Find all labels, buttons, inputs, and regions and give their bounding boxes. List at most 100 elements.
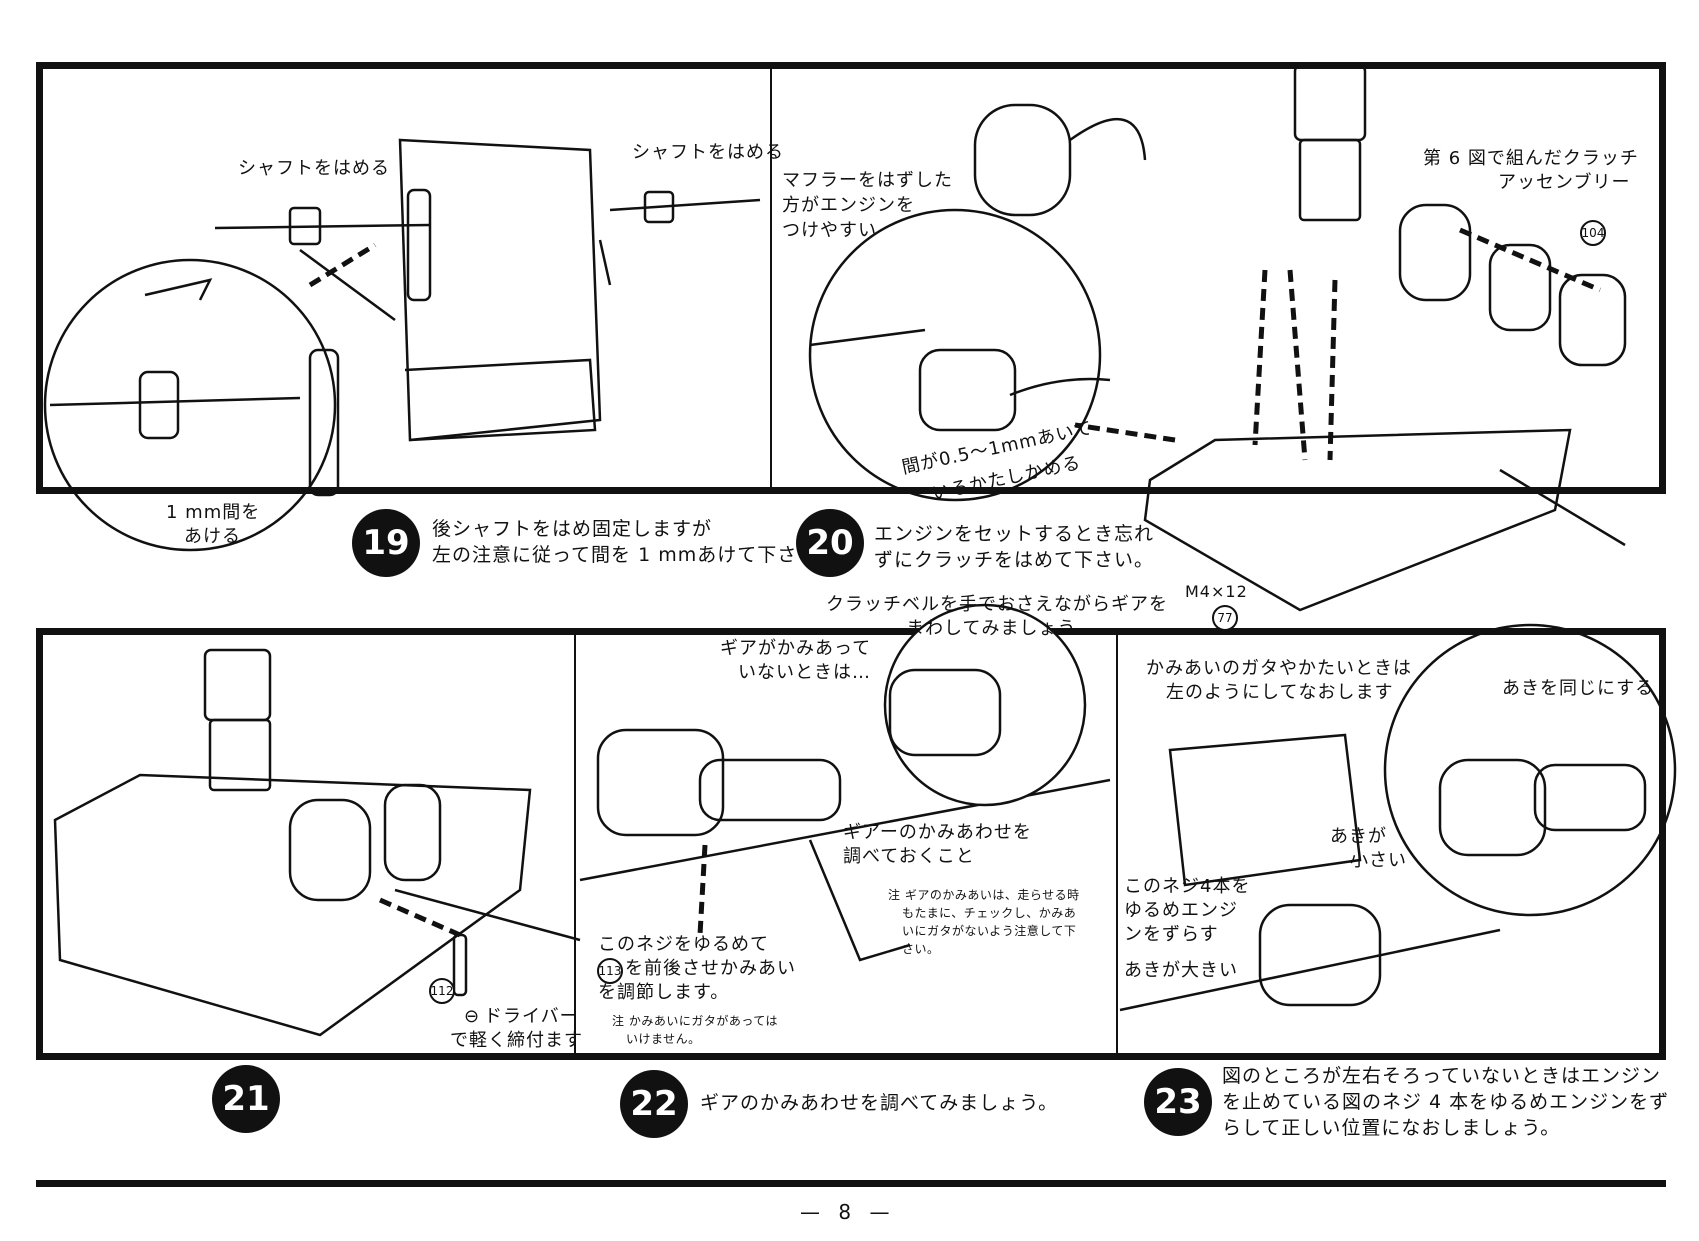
label-small-gap-line1: あきが — [1330, 826, 1387, 847]
label-driver-line2: で軽く締付ます — [450, 1030, 583, 1051]
detail-bell-23 — [1438, 758, 1547, 857]
driver-minus-icon: ⊖ — [464, 1006, 481, 1027]
label-gear-not-mesh-line1: ギアがかみあって — [720, 638, 872, 659]
arrow-clutch-20 — [1459, 227, 1601, 293]
chassis-plate-19 — [398, 138, 602, 442]
strut-19 — [299, 239, 612, 322]
shaft-20 — [809, 328, 926, 347]
label-rattle-line2: 左のようにしてなおします — [1166, 682, 1394, 703]
rear-axle-20 — [1499, 468, 1626, 547]
label-clutch-assembly-line2: アッセンブリー — [1498, 172, 1631, 193]
label-shaft-left: シャフトをはめる — [238, 158, 390, 179]
part-tag-104: 104 — [1580, 220, 1606, 246]
divider-19-20 — [770, 64, 772, 492]
shaft-collar-19 — [288, 206, 322, 246]
axle-21 — [394, 888, 581, 942]
step-23-text-line2: を止めている図のネジ 4 本をゆるめエンジンをず — [1222, 1091, 1670, 1113]
muffler-20 — [973, 103, 1072, 217]
chassis-rail-23 — [1119, 928, 1501, 1012]
part-tag-112: 112 — [429, 978, 455, 1004]
label-gear-check-line2: 調べておくこと — [843, 846, 975, 867]
note-run-line4: さい。 — [902, 942, 940, 956]
step-23-text-line3: らして正しい位置になおしましょう。 — [1222, 1117, 1561, 1139]
engine-head-21 — [203, 648, 272, 722]
step-19-text-line2: 左の注意に従って間を 1 mmあけて下さい。 — [432, 544, 838, 566]
label-muffler-line1: マフラーをはずした — [782, 170, 953, 191]
detail-circle-19 — [43, 258, 337, 552]
note-run-line1: 注 ギアのかみあいは、走らせる時 — [888, 888, 1080, 902]
clutch-21 — [288, 798, 372, 902]
label-muffler-line3: つけやすい — [782, 220, 877, 241]
chassis-tray-19 — [404, 358, 597, 442]
step-22-text-line1: ギアのかみあわせを調べてみましょう。 — [700, 1092, 1059, 1114]
rear-shaft-19-left — [214, 223, 431, 230]
driver-21 — [452, 933, 468, 997]
step-19-text-line1: 後シャフトをはめ固定しますが — [432, 518, 713, 540]
clutch-23 — [1258, 903, 1382, 1007]
shaft-collar-19r — [643, 190, 675, 224]
note-run-line2: もたまに、チェックし、かみあ — [902, 906, 1077, 920]
clutch-bell-20 — [918, 348, 1017, 432]
label-shaft-right: シャフトをはめる — [632, 142, 784, 163]
label-four-screws-line1: このネジ4本を — [1124, 876, 1251, 897]
arrow-driver-21 — [378, 897, 462, 938]
label-gear-not-mesh-line2: いないときは… — [738, 662, 871, 683]
engine-head-20 — [1293, 63, 1367, 142]
step-number-20: 20 — [796, 509, 864, 577]
label-loosen-screw-line3: を調節します。 — [598, 982, 730, 1003]
label-clutch-bell-line1: クラッチベルを手でおさえながらギアを — [826, 594, 1168, 615]
rear-shaft-19-right — [609, 198, 761, 212]
step-number-21: 21 — [212, 1065, 280, 1133]
step-number-22: 22 — [620, 1070, 688, 1138]
detail-collar-19 — [138, 370, 180, 440]
arrow-gap-20 — [1074, 422, 1176, 443]
hex-wrench-19 — [144, 278, 213, 301]
panel-top-frame — [36, 62, 1666, 494]
note-run-line3: いにガタがないよう注意して下 — [902, 924, 1077, 938]
label-four-screws-line3: ンをずらす — [1124, 924, 1219, 945]
spur-gear-22 — [698, 758, 842, 822]
label-same-gap: あきを同じにする — [1502, 678, 1655, 699]
step-23-text-line1: 図のところが左右そろっていないときはエンジン — [1222, 1065, 1662, 1087]
note-play-line2: いけません。 — [626, 1032, 701, 1046]
divider-21-22 — [574, 630, 576, 1058]
clutch-shoe-20 — [1488, 243, 1552, 332]
label-clutch-bell-line2: まわしてみましょう — [906, 618, 1077, 639]
divider-22-23 — [1116, 630, 1118, 1058]
detail-shaft-19 — [49, 396, 301, 407]
label-rattle-line1: かみあいのガタやかたいときは — [1146, 658, 1412, 679]
gear-21 — [383, 783, 442, 882]
detail-gear-23 — [1533, 763, 1647, 832]
page-number: — 8 — — [800, 1200, 896, 1224]
muffler-bracket-20 — [1069, 117, 1147, 161]
step-20-text-line2: ずにクラッチをはめて下さい。 — [874, 549, 1155, 571]
panel-bottom-frame — [36, 628, 1666, 1060]
spur-gear-20 — [1009, 377, 1111, 397]
chassis-20 — [1143, 428, 1572, 612]
engine-mount-23 — [1168, 733, 1362, 887]
clutch-20 — [1398, 203, 1472, 302]
label-gear-check-line1: ギアーのかみあわせを — [843, 822, 1032, 843]
arrow-shaft-19 — [308, 242, 377, 288]
label-loosen-screw-line1: このネジをゆるめて — [598, 934, 769, 955]
chassis-21 — [53, 773, 532, 1037]
detail-circle-23 — [1383, 623, 1677, 917]
engine-body-21 — [208, 718, 272, 792]
label-driver-line1: ドライバー — [484, 1006, 579, 1027]
step-number-19: 19 — [352, 509, 420, 577]
step-number-23: 23 — [1144, 1068, 1212, 1136]
detail-bell-22 — [888, 668, 1002, 757]
label-large-gap: あきが大きい — [1124, 960, 1238, 981]
arrow-screw-22 — [697, 844, 708, 936]
label-gap-1mm-line2: あける — [184, 526, 241, 547]
step-20-text-line1: エンジンをセットするとき忘れ — [874, 523, 1155, 545]
detail-wheel-19 — [308, 348, 340, 497]
arrow-engine-drop-20 — [1252, 269, 1338, 461]
part-tag-77: 77 — [1212, 605, 1238, 631]
part-tag-113: 113 — [597, 958, 623, 984]
clutch-cover-20 — [1558, 273, 1627, 367]
label-loosen-screw-line2: を前後させかみあい — [625, 958, 796, 979]
detail-circle-20 — [808, 208, 1102, 502]
label-screw-size: M4×12 — [1185, 582, 1248, 601]
